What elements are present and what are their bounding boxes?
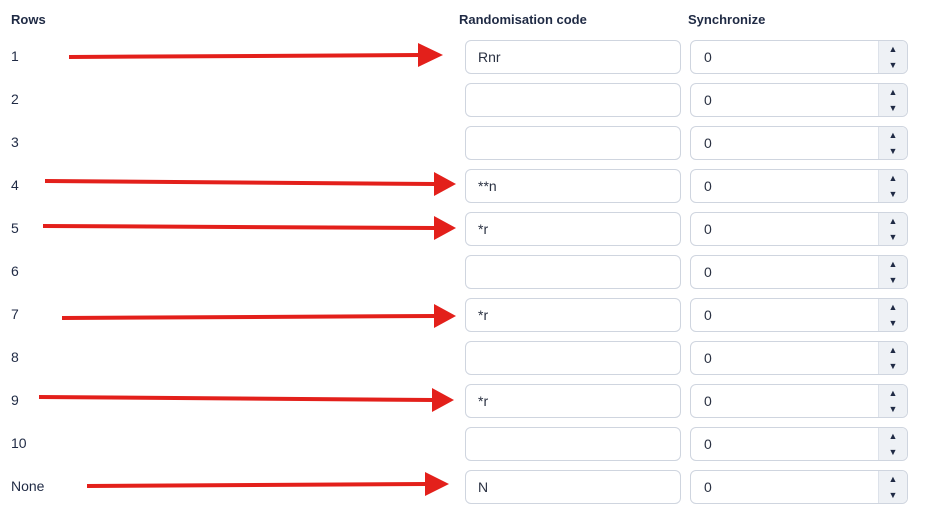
row-label: 10 — [11, 435, 27, 451]
spinner: ▲ ▼ — [878, 299, 907, 331]
synchronize-stepper[interactable]: ▲ ▼ — [690, 83, 908, 117]
synchronize-input[interactable] — [691, 84, 871, 116]
table-row: 4 ▲ ▼ — [0, 169, 928, 203]
synchronize-stepper[interactable]: ▲ ▼ — [690, 255, 908, 289]
synchronize-stepper[interactable]: ▲ ▼ — [690, 169, 908, 203]
spin-up-icon[interactable]: ▲ — [888, 430, 898, 441]
row-label: 1 — [11, 48, 19, 64]
randomisation-code-input[interactable] — [465, 169, 681, 203]
spinner: ▲ ▼ — [878, 385, 907, 417]
spinner: ▲ ▼ — [878, 127, 907, 159]
row-label: 3 — [11, 134, 19, 150]
table-row: 8 ▲ ▼ — [0, 341, 928, 375]
spin-up-icon[interactable]: ▲ — [888, 387, 898, 398]
synchronize-input[interactable] — [691, 299, 871, 331]
synchronize-input[interactable] — [691, 471, 871, 503]
randomisation-code-input[interactable] — [465, 255, 681, 289]
spin-down-icon[interactable]: ▼ — [888, 145, 898, 156]
table-row: 6 ▲ ▼ — [0, 255, 928, 289]
spinner: ▲ ▼ — [878, 84, 907, 116]
row-label: 2 — [11, 91, 19, 107]
synchronize-input[interactable] — [691, 127, 871, 159]
randomisation-code-input[interactable] — [465, 212, 681, 246]
synchronize-stepper[interactable]: ▲ ▼ — [690, 341, 908, 375]
spin-up-icon[interactable]: ▲ — [888, 215, 898, 226]
randomisation-code-input[interactable] — [465, 40, 681, 74]
table-row: 5 ▲ ▼ — [0, 212, 928, 246]
spin-down-icon[interactable]: ▼ — [888, 274, 898, 285]
spin-down-icon[interactable]: ▼ — [888, 446, 898, 457]
spin-up-icon[interactable]: ▲ — [888, 258, 898, 269]
randomisation-code-input[interactable] — [465, 341, 681, 375]
spin-up-icon[interactable]: ▲ — [888, 172, 898, 183]
spin-down-icon[interactable]: ▼ — [888, 403, 898, 414]
spinner: ▲ ▼ — [878, 342, 907, 374]
spinner: ▲ ▼ — [878, 471, 907, 503]
spinner: ▲ ▼ — [878, 41, 907, 73]
synchronize-stepper[interactable]: ▲ ▼ — [690, 384, 908, 418]
spinner: ▲ ▼ — [878, 213, 907, 245]
spinner: ▲ ▼ — [878, 170, 907, 202]
table-row: 1 ▲ ▼ — [0, 40, 928, 74]
synchronize-stepper[interactable]: ▲ ▼ — [690, 212, 908, 246]
spin-up-icon[interactable]: ▲ — [888, 129, 898, 140]
rows-header: Rows — [11, 12, 46, 27]
synchronize-input[interactable] — [691, 41, 871, 73]
synchronize-stepper[interactable]: ▲ ▼ — [690, 298, 908, 332]
row-label: 4 — [11, 177, 19, 193]
synchronize-input[interactable] — [691, 256, 871, 288]
spin-up-icon[interactable]: ▲ — [888, 301, 898, 312]
synchronize-input[interactable] — [691, 213, 871, 245]
spin-down-icon[interactable]: ▼ — [888, 360, 898, 371]
synchronize-stepper[interactable]: ▲ ▼ — [690, 427, 908, 461]
table-row: None ▲ ▼ — [0, 470, 928, 504]
randomisation-code-input[interactable] — [465, 427, 681, 461]
table-row: 2 ▲ ▼ — [0, 83, 928, 117]
synchronize-stepper[interactable]: ▲ ▼ — [690, 470, 908, 504]
randomisation-code-input[interactable] — [465, 384, 681, 418]
randomisation-code-input[interactable] — [465, 126, 681, 160]
synchronize-input[interactable] — [691, 428, 871, 460]
spin-down-icon[interactable]: ▼ — [888, 317, 898, 328]
spinner: ▲ ▼ — [878, 256, 907, 288]
spin-up-icon[interactable]: ▲ — [888, 473, 898, 484]
spin-down-icon[interactable]: ▼ — [888, 188, 898, 199]
row-label: 5 — [11, 220, 19, 236]
synchronize-input[interactable] — [691, 170, 871, 202]
spin-up-icon[interactable]: ▲ — [888, 86, 898, 97]
synchronize-stepper[interactable]: ▲ ▼ — [690, 126, 908, 160]
table-row: 10 ▲ ▼ — [0, 427, 928, 461]
spin-up-icon[interactable]: ▲ — [888, 344, 898, 355]
table-row: 9 ▲ ▼ — [0, 384, 928, 418]
spin-down-icon[interactable]: ▼ — [888, 231, 898, 242]
synchronize-input[interactable] — [691, 342, 871, 374]
table-row: 3 ▲ ▼ — [0, 126, 928, 160]
spin-up-icon[interactable]: ▲ — [888, 43, 898, 54]
row-label: None — [11, 478, 45, 494]
synchronize-header: Synchronize — [688, 12, 766, 27]
randomisation-code-input[interactable] — [465, 298, 681, 332]
randomisation-code-input[interactable] — [465, 83, 681, 117]
row-label: 8 — [11, 349, 19, 365]
spin-down-icon[interactable]: ▼ — [888, 489, 898, 500]
synchronize-stepper[interactable]: ▲ ▼ — [690, 40, 908, 74]
row-label: 7 — [11, 306, 19, 322]
row-label: 9 — [11, 392, 19, 408]
table-row: 7 ▲ ▼ — [0, 298, 928, 332]
spin-down-icon[interactable]: ▼ — [888, 59, 898, 70]
synchronize-input[interactable] — [691, 385, 871, 417]
randomisation-code-input[interactable] — [465, 470, 681, 504]
row-label: 6 — [11, 263, 19, 279]
spin-down-icon[interactable]: ▼ — [888, 102, 898, 113]
randomisation-code-header: Randomisation code — [459, 12, 587, 27]
spinner: ▲ ▼ — [878, 428, 907, 460]
